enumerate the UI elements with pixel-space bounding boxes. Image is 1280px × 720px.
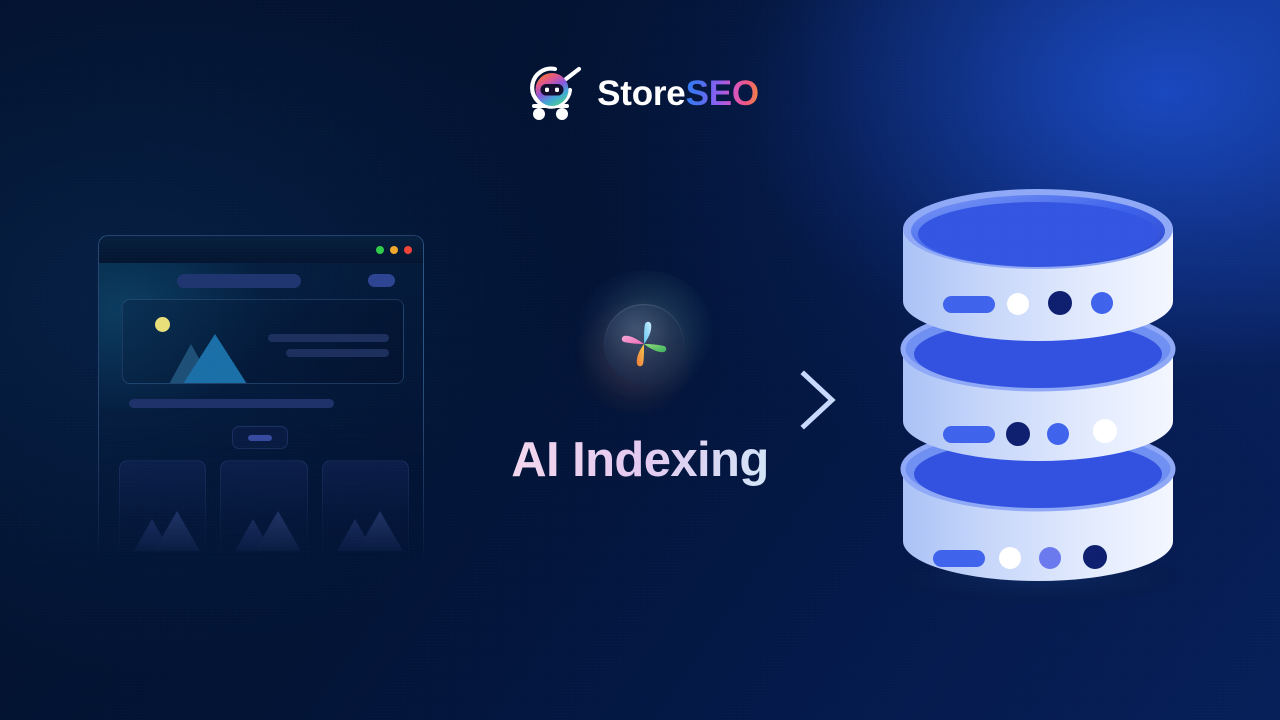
disc-bottom-pill: [933, 550, 985, 567]
disc-top-pill: [943, 296, 995, 313]
disc-middle-status-dot-white: [1093, 419, 1117, 443]
hero-image-card: [122, 299, 404, 384]
browser-titlebar: [99, 236, 423, 263]
window-dot-green-icon[interactable]: [376, 245, 384, 254]
robot-eye-left-icon: [545, 87, 550, 92]
disc-middle-status-dot-blue: [1047, 423, 1069, 445]
nav-action-skeleton[interactable]: [368, 274, 395, 287]
database-stack-illustration: [868, 186, 1204, 626]
disc-bottom-status-dot-periwinkle: [1039, 547, 1061, 569]
cta-button-skeleton[interactable]: [232, 426, 288, 449]
website-browser-window: [98, 235, 424, 565]
thumbnail-card-1[interactable]: [119, 460, 207, 564]
disc-top-status-dot-white: [1007, 293, 1029, 315]
brand-name-store: Store: [597, 73, 686, 113]
mountain-image-icon: [336, 511, 403, 551]
window-dot-orange-icon[interactable]: [390, 245, 398, 254]
page-title: AI Indexing: [0, 433, 1280, 488]
right-arrow-icon: [465, 368, 840, 432]
thumbnail-card-3[interactable]: [321, 460, 409, 564]
robot-visor-icon: [540, 84, 564, 96]
disc-top-status-dot-blue: [1091, 292, 1113, 314]
cart-wheel-left-icon: [533, 108, 546, 120]
cart-basket-icon: [530, 66, 573, 109]
logo-mark-svg: [530, 66, 582, 120]
database-disc-top: [903, 189, 1173, 341]
sun-icon: [155, 317, 170, 332]
disc-top-status-dot-navy: [1048, 291, 1072, 315]
thumbnail-grid: [119, 460, 409, 564]
mountain-image-icon: [134, 511, 200, 551]
browser-nav-row: [99, 274, 423, 288]
disc-bottom-status-dot-white: [999, 547, 1021, 569]
nav-search-skeleton[interactable]: [177, 274, 301, 288]
browser-frame: [98, 235, 424, 565]
hero-text-line-1: [268, 334, 389, 342]
brand-name-seo: SEO: [685, 73, 760, 113]
storeseo-cart-robot-logo: [521, 62, 583, 124]
disc-middle-pill: [943, 426, 995, 443]
database-cylinder-icon: [888, 189, 1188, 604]
thumbnail-card-2[interactable]: [220, 460, 308, 564]
ai-sparkle-icon: [570, 270, 718, 418]
disc-middle-status-dot-navy: [1006, 422, 1030, 446]
ai-sparkle-blades: [621, 321, 667, 367]
disc-bottom-status-dot-navy: [1083, 545, 1107, 569]
arrow-svg: [465, 370, 836, 430]
cart-handle-icon: [563, 66, 582, 82]
cart-wheel-right-icon: [556, 108, 569, 120]
robot-eye-right-icon: [555, 87, 560, 92]
window-dot-red-icon[interactable]: [404, 245, 412, 254]
cta-button-bar: [248, 434, 272, 441]
mountain-image-icon: [169, 334, 247, 383]
hero-text-line-2: [286, 349, 389, 357]
body-text-skeleton: [129, 399, 334, 408]
mountain-image-icon: [235, 511, 302, 551]
